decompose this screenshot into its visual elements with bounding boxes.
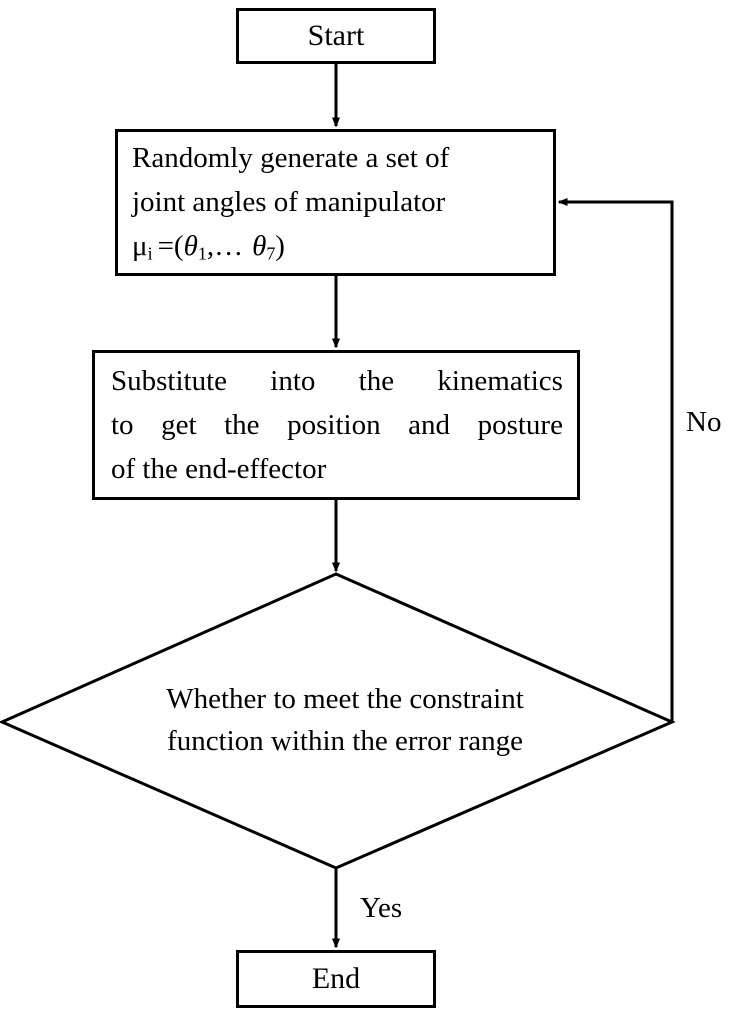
node-end-label: End xyxy=(311,962,361,995)
word: and xyxy=(408,409,451,442)
formula-ellipsis: ,… xyxy=(206,230,244,263)
word: into xyxy=(270,365,316,397)
node-end[interactable]: End xyxy=(236,950,436,1008)
node-decision-line-1: Whether to meet the constraint xyxy=(166,683,524,715)
node-substitute-line-3: of the end-effector xyxy=(111,453,327,486)
node-generate-formula: μi=(θ1,…θ7) xyxy=(132,224,542,268)
decision-diamond-shape xyxy=(0,572,676,870)
word: position xyxy=(287,409,381,442)
formula-close-paren: ) xyxy=(275,230,285,263)
formula-theta-7: θ xyxy=(252,230,267,263)
word: to xyxy=(111,409,134,442)
node-generate-line-2: joint angles of manipulator xyxy=(132,186,446,219)
node-substitute-line-2: to get the position and posture xyxy=(111,403,563,447)
formula-mu: μ xyxy=(132,230,148,263)
edge-label-no: No xyxy=(686,406,722,438)
node-start-label: Start xyxy=(307,19,365,52)
node-generate-text: Randomly generate a set of joint angles … xyxy=(132,136,542,268)
word: Substitute xyxy=(111,365,228,397)
node-substitute-line-1: Substitute into the kinematics xyxy=(111,359,563,403)
formula-theta-7-subscript: 7 xyxy=(266,243,276,264)
node-substitute-kinematics[interactable]: Substitute into the kinematics to get th… xyxy=(92,350,580,500)
word: kinematics xyxy=(437,365,563,397)
node-decision-constraint[interactable]: Whether to meet the constraint function … xyxy=(45,678,645,762)
word: get xyxy=(161,409,197,442)
connector-decision-no-feedback xyxy=(557,198,674,722)
node-generate-line-1: Randomly generate a set of xyxy=(132,142,450,174)
word: posture xyxy=(477,409,563,442)
word: the xyxy=(224,409,260,442)
node-generate-joint-angles[interactable]: Randomly generate a set of joint angles … xyxy=(115,129,556,276)
formula-mu-subscript: i xyxy=(147,243,153,264)
word: the xyxy=(358,365,395,397)
formula-theta-1-subscript: 1 xyxy=(197,243,207,264)
node-decision-line-2: function within the error range xyxy=(167,725,523,758)
formula-theta-1: θ xyxy=(183,230,198,263)
node-substitute-text: Substitute into the kinematics to get th… xyxy=(111,359,563,491)
node-start[interactable]: Start xyxy=(236,8,436,64)
edge-label-yes: Yes xyxy=(360,892,403,924)
formula-equals: =( xyxy=(157,230,184,263)
